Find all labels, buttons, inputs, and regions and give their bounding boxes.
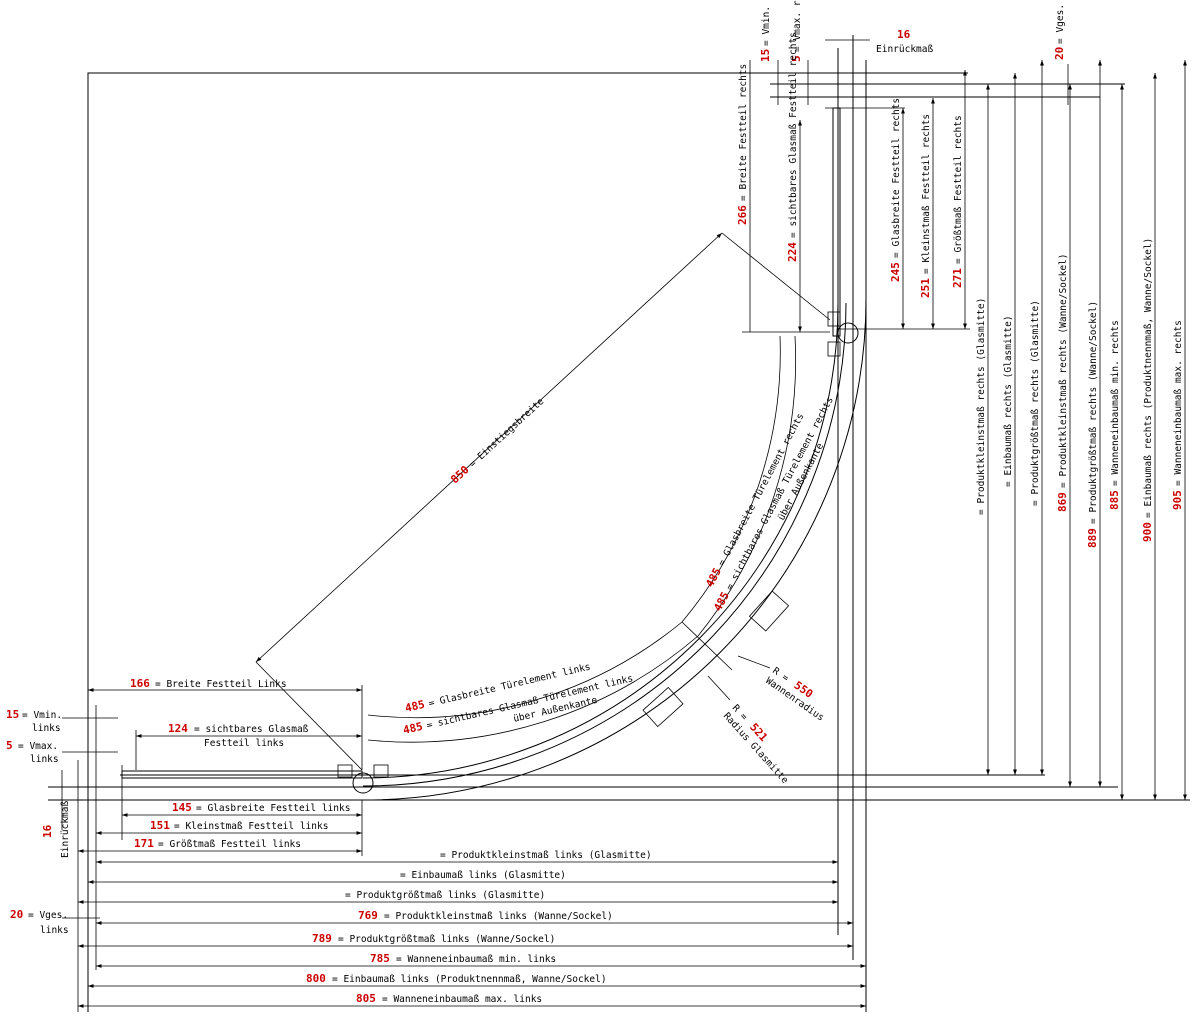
dim-einstieg-label: = Einstiegsbreite	[467, 396, 546, 470]
dim-pg-r-ws-value: 889	[1086, 528, 1099, 548]
dim-sicht-fr-label: = sichtbares Glasmaß Festteil rechts	[788, 32, 799, 238]
dim-pg-r-ws-label: = Produktgrößtmaß rechts (Wanne/Sockel)	[1088, 301, 1099, 524]
hinge-right-top	[827, 311, 841, 327]
dim-glasb-fr-label: = Glasbreite Festteil rechts	[891, 98, 902, 258]
door-handle-right	[748, 590, 790, 632]
pivot-right	[837, 322, 859, 344]
shower-geometry	[48, 35, 1190, 1012]
dim-pk-l-gm-label: = Produktkleinstmaß links (Glasmitte)	[440, 850, 652, 861]
dim-arc-tl-glas	[367, 621, 683, 719]
dim-gross-fr-value: 271	[951, 268, 964, 288]
dim-breite-fl-label: = Breite Festteil Links	[155, 679, 287, 690]
dim-sicht-tl-value: 485	[402, 720, 424, 737]
dim-wein-l-max-label: = Wanneneinbaumaß max. links	[382, 994, 542, 1005]
dim-breite-fr-value: 266	[736, 205, 749, 225]
dim-vmin-l-value: 15	[6, 708, 19, 721]
door-handle-left	[642, 686, 684, 728]
dim-wein-l-max-value: 805	[356, 992, 376, 1005]
dim-vmax-r-value: 5	[790, 55, 803, 62]
dim-sicht-fl-label: = sichtbares Glasmaß	[194, 724, 309, 735]
dim-line-850-ext-a	[255, 661, 363, 771]
dim-vges-l-label: = Vges.	[28, 910, 68, 921]
dim-klein-fl-value: 151	[150, 819, 170, 832]
fixed-panel-right	[832, 107, 841, 337]
dim-gross-fl-label: = Größtmaß Festteil links	[158, 839, 301, 850]
dim-breite-fl-value: 166	[130, 677, 150, 690]
dim-sicht-fl-value: 124	[168, 722, 188, 735]
dimension-labels: 15 = Vmin. rechts 5 = Vmax. rechts 16 Ei…	[6, 0, 1184, 1005]
dim-einr-r-label: Einrückmaß	[876, 44, 933, 55]
dim-glasb-tl-value: 485	[404, 698, 426, 715]
hinge-right-bottom	[827, 341, 841, 357]
door-split-line	[681, 621, 733, 671]
dim-vmin-r-label: = Vmin. rechts	[761, 0, 772, 46]
dim-sicht-tr-label: = sichtbares Glasmaß Türelement rechts	[724, 395, 836, 592]
dim-glasb-fl-value: 145	[172, 801, 192, 814]
dim-sicht-fr-value: 224	[786, 242, 799, 262]
dim-klein-fl-label: = Kleinstmaß Festteil links	[174, 821, 328, 832]
dim-line-850	[255, 232, 723, 663]
dim-einr-l-label: Einrückmaß	[60, 801, 71, 858]
dim-wein-r-max-value: 905	[1171, 490, 1184, 510]
dim-klein-fr-label: = Kleinstmaß Festteil rechts	[921, 114, 932, 274]
dim-arc-tr-glas	[681, 335, 781, 623]
dim-vmin-r-value: 15	[759, 49, 772, 62]
dim-wein-r-min-label: = Wanneneinbaumaß min. rechts	[1110, 320, 1121, 486]
pivot-left	[352, 772, 374, 794]
dim-vmin-l-sub: links	[32, 723, 61, 734]
dim-pk-r-ws-label: = Produktkleinstmaß rechts (Wanne/Sockel…	[1058, 254, 1069, 489]
dim-breite-fr-label: = Breite Festteil rechts	[738, 64, 749, 201]
dim-pg-r-gm-label: = Produktgrößtmaß rechts (Glasmitte)	[1030, 300, 1041, 506]
dim-wein-l-min-value: 785	[370, 952, 390, 965]
dim-glasb-tr-value: 485	[703, 566, 724, 590]
dim-klein-fr-value: 251	[919, 278, 932, 298]
dim-vges-r-label: = Vges. rechts	[1055, 0, 1066, 44]
dim-einb-r-pn-label: = Einbaumaß rechts (Produktnennmaß, Wann…	[1143, 238, 1154, 518]
dim-arc-tr-sicht	[697, 335, 796, 637]
dim-vmax-l-label: = Vmax.	[18, 741, 58, 752]
dim-pg-l-gm-label: = Produktgrößtmaß links (Glasmitte)	[345, 890, 545, 901]
dim-vges-r-value: 20	[1053, 47, 1066, 60]
dim-wein-r-max-label: = Wanneneinbaumaß max. rechts	[1173, 320, 1184, 486]
dim-pk-r-ws-value: 869	[1056, 492, 1069, 512]
dim-einr-r-value: 16	[897, 28, 911, 41]
dim-vmin-l-label: = Vmin.	[22, 710, 62, 721]
dim-glasb-fl-label: = Glasbreite Festteil links	[196, 803, 350, 814]
dim-pk-l-ws-label: = Produktkleinstmaß links (Wanne/Sockel)	[384, 911, 613, 922]
arc-glass-outer	[362, 302, 847, 787]
dim-einb-r-pn-value: 900	[1141, 522, 1154, 542]
dim-vmax-r-label: = Vmax. rechts	[792, 0, 803, 52]
dim-wein-r-min-value: 885	[1108, 490, 1121, 510]
dim-einb-l-pn-label: = Einbaumaß links (Produktnennmaß, Wanne…	[332, 974, 607, 985]
dim-pk-r-gm-label: = Produktkleinstmaß rechts (Glasmitte)	[976, 298, 987, 515]
dim-einb-l-pn-value: 800	[306, 972, 326, 985]
dim-gross-fl-value: 171	[134, 837, 154, 850]
radius-leader-521	[707, 675, 731, 701]
dim-einr-l-value: 16	[41, 824, 54, 838]
dim-line-850-ext-b	[721, 232, 831, 321]
dim-pg-l-ws-label: = Produktgrößtmaß links (Wanne/Sockel)	[338, 934, 555, 945]
hinge-left-b	[373, 764, 389, 778]
dim-wein-l-min-label: = Wanneneinbaumaß min. links	[396, 954, 556, 965]
dim-pk-l-ws-value: 769	[358, 909, 378, 922]
dimension-lines	[61, 39, 1187, 1012]
wall-outline	[87, 72, 968, 1012]
dim-arc-tl-sicht	[367, 635, 699, 743]
dim-vmax-l-sub: links	[30, 754, 59, 765]
radius-leader-550	[737, 655, 771, 669]
dim-vges-l-value: 20	[10, 908, 23, 921]
radius-wanne-label: Wannenradius	[763, 675, 826, 723]
dim-sicht-fl-sub: Festteil links	[204, 738, 284, 749]
hinge-left-a	[337, 764, 353, 778]
dim-glasb-fr-value: 245	[889, 262, 902, 282]
dim-vges-l-sub: links	[40, 925, 69, 936]
dim-gross-fr-label: = Größtmaß Festteil rechts	[953, 115, 964, 264]
dim-pg-l-ws-value: 789	[312, 932, 332, 945]
dim-vmax-l-value: 5	[6, 739, 13, 752]
dim-einb-l-gm-label: = Einbaumaß links (Glasmitte)	[400, 870, 566, 881]
dim-einb-r-gm-label: = Einbaumaß rechts (Glasmitte)	[1003, 315, 1014, 487]
